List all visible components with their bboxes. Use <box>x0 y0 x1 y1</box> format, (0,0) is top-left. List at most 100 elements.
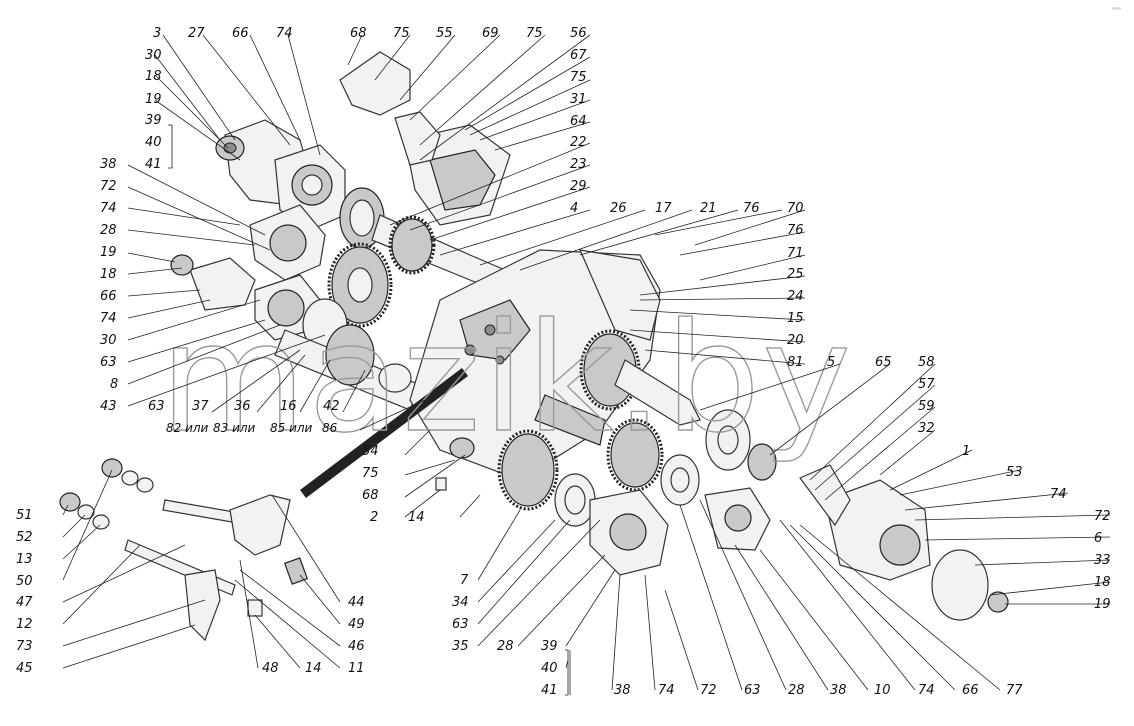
callout-label: 64 <box>570 114 587 129</box>
callout-label: 72 <box>1094 509 1111 524</box>
callout-label: 18 <box>145 69 162 84</box>
callout-label: 34 <box>452 595 469 610</box>
callout-label: 81 <box>787 355 804 370</box>
callout-label: 75 <box>362 466 379 481</box>
callout-label: 31 <box>570 92 587 107</box>
callout-label: 75 <box>393 26 410 41</box>
callout-label: 18 <box>1094 575 1111 590</box>
callout-label: 68 <box>350 26 367 41</box>
callout-label: 66 <box>962 683 979 698</box>
callouts-top-left: 3 27 66 74 <box>153 26 293 41</box>
callout-label: 35 <box>452 639 469 654</box>
callouts-variants: 82 или 83 или 85 или 86 <box>166 421 338 435</box>
leader-lines <box>62 34 1111 695</box>
callout-label: 14 <box>408 510 425 525</box>
callout-label: 50 <box>16 574 33 589</box>
callout-label: 38 <box>100 157 117 172</box>
top-plates-and-cover <box>339 51 511 226</box>
callout-label: 41 <box>145 157 162 172</box>
callout-label: 39 <box>145 113 162 128</box>
callout-label: 46 <box>348 639 365 654</box>
callout-label: 48 <box>262 661 279 676</box>
shift-forks-and-rods <box>59 458 447 642</box>
callout-label: 37 <box>192 399 209 414</box>
callout-label: 72 <box>100 179 117 194</box>
callout-label: 28 <box>497 639 514 654</box>
callout-label: 30 <box>145 48 162 63</box>
callout-label: 67 <box>570 48 587 63</box>
callout-label: 77 <box>1006 683 1023 698</box>
callout-label: 33 <box>1094 553 1111 568</box>
gear-shaft-assembly-upper <box>274 187 506 411</box>
corner-mark: °°° <box>1112 7 1121 14</box>
callout-label: 12 <box>16 617 33 632</box>
callout-label: 63 <box>100 355 117 370</box>
callout-label: 19 <box>145 92 162 107</box>
callout-label: 40 <box>541 661 558 676</box>
callout-label: 55 <box>436 26 453 41</box>
callout-label: 76 <box>787 223 804 238</box>
callout-label: 15 <box>787 311 804 326</box>
callout-label: 43 <box>100 399 117 414</box>
callout-label: 17 <box>655 201 672 216</box>
callout-label: 47 <box>16 595 33 610</box>
callout-label: 74 <box>100 201 117 216</box>
callout-label: 10 <box>874 683 891 698</box>
callout-label: 1 <box>962 444 970 459</box>
callout-label: 65 <box>875 355 892 370</box>
callout-label: 53 <box>1006 465 1023 480</box>
callout-label: 44 <box>348 595 365 610</box>
callout-label: 5 <box>827 355 835 370</box>
callout-label: 8 <box>110 377 118 392</box>
bracket <box>565 649 569 696</box>
callout-label: 74 <box>658 683 675 698</box>
callouts-bottom-left: 51 52 13 50 47 12 73 45 <box>16 508 33 676</box>
callouts-mid: 54 75 68 2 14 <box>362 444 425 525</box>
callout-label: 86 <box>322 421 338 435</box>
callout-label: 19 <box>1094 597 1111 612</box>
callout-label: 73 <box>16 639 33 654</box>
callout-label: 19 <box>100 245 117 260</box>
callout-label: 13 <box>16 552 33 567</box>
callout-label: 25 <box>787 267 804 282</box>
pointer-arrow <box>300 368 468 498</box>
callout-label: 26 <box>610 201 627 216</box>
callout-label: 4 <box>570 201 578 216</box>
callout-label: 7 <box>460 573 469 588</box>
callout-label: 71 <box>787 246 804 261</box>
callout-label: 36 <box>234 399 251 414</box>
callout-label: 28 <box>100 223 117 238</box>
callout-label: 14 <box>305 661 322 676</box>
callouts-left-column: 30 18 19 39 40 41 38 72 74 28 19 18 66 7… <box>100 48 173 414</box>
callout-label: 66 <box>100 289 117 304</box>
callout-label: 68 <box>362 488 379 503</box>
callout-label: 63 <box>744 683 761 698</box>
callout-label: 6 <box>1094 531 1102 546</box>
callout-label: 23 <box>570 157 587 172</box>
callout-label: 56 <box>570 26 587 41</box>
callout-label: 54 <box>362 444 379 459</box>
callout-label: 38 <box>830 683 847 698</box>
callout-label: 70 <box>787 201 804 216</box>
callout-label: 51 <box>16 508 33 523</box>
lower-covers-and-seals <box>589 464 1009 621</box>
callout-label: 69 <box>482 26 499 41</box>
callout-label: 63 <box>148 399 165 414</box>
callouts-bottom-row: 7 34 63 35 28 39 40 41 38 74 72 63 28 38… <box>452 573 1023 698</box>
callout-label: 42 <box>323 399 340 414</box>
callout-label: 24 <box>787 289 804 304</box>
callout-label: 29 <box>570 179 587 194</box>
callout-label: 83 или <box>213 421 256 435</box>
callout-label: 30 <box>100 333 117 348</box>
callout-label: 2 <box>370 510 378 525</box>
callout-label: 22 <box>570 135 587 150</box>
callout-label: 41 <box>541 683 558 698</box>
callout-label: 39 <box>541 639 558 654</box>
callout-label: 16 <box>280 399 297 414</box>
callout-label: 11 <box>348 661 365 676</box>
callout-label: 74 <box>100 311 117 326</box>
callout-label: 58 <box>918 355 935 370</box>
callout-label: 40 <box>145 135 162 150</box>
callout-label: 57 <box>918 377 935 392</box>
